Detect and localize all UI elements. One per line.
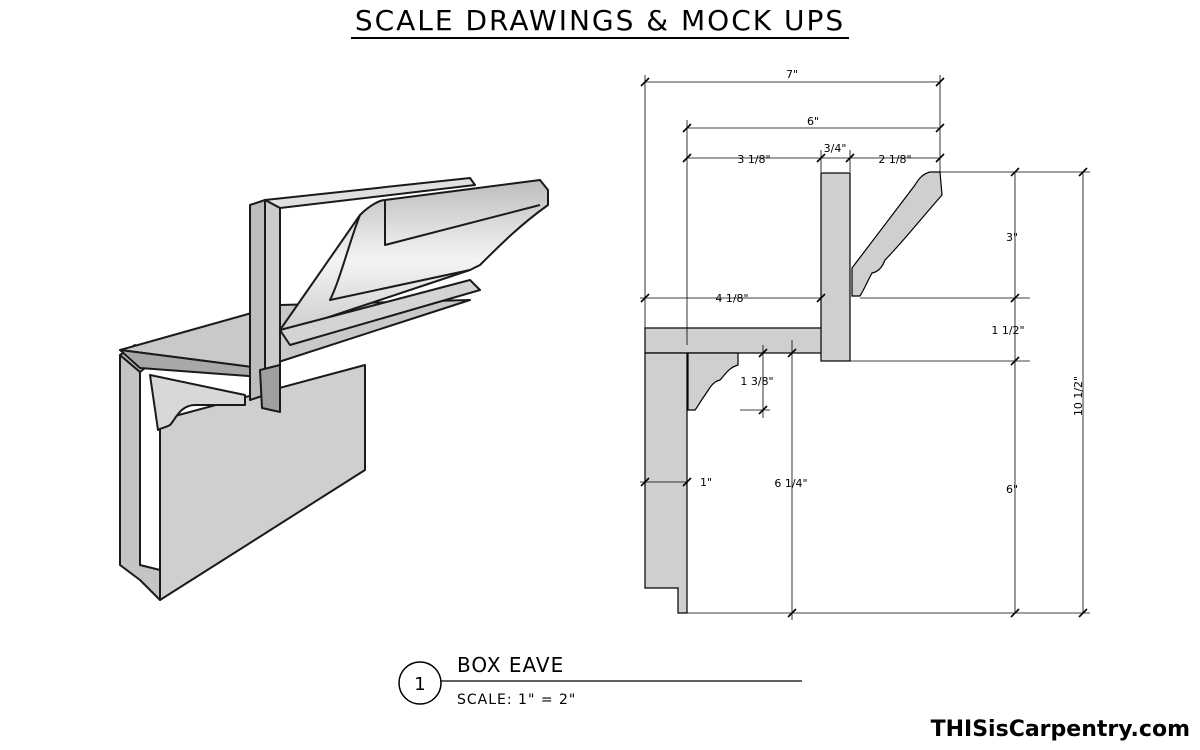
detail-number: 1 — [414, 674, 425, 695]
dim-crown-height: 3" — [1006, 231, 1018, 244]
detail-scale: SCALE: 1" = 2" — [457, 692, 576, 708]
section-bracket — [687, 352, 739, 411]
isometric-mockup — [119, 177, 549, 601]
section-fascia — [820, 172, 851, 362]
dimension-lines — [640, 75, 1090, 620]
dim-soffit-depth: 4 1/8" — [715, 292, 748, 305]
dim-lower-height: 6" — [1006, 483, 1018, 496]
dim-fascia-thickness: 3/4" — [824, 142, 847, 155]
dim-left-offset: 3 1/8" — [737, 153, 770, 166]
mockup-wall — [159, 364, 366, 601]
dim-inner-width: 6" — [807, 115, 819, 128]
detail-title: BOX EAVE — [457, 653, 564, 677]
section-trim-board — [644, 352, 688, 614]
mockup-trim-board — [119, 354, 161, 601]
dim-bracket-height: 1 3/8" — [740, 375, 773, 388]
section-soffit-board — [644, 327, 838, 354]
section-crown — [851, 171, 943, 297]
detail-label: 1 BOX EAVE SCALE: 1" = 2" — [398, 653, 802, 708]
dim-board-thickness: 1" — [700, 476, 712, 489]
dim-overall-width: 7" — [786, 68, 798, 81]
brand-text: THISisCarpentry.com — [931, 717, 1190, 742]
dim-total-height: 10 1/2" — [1072, 376, 1085, 416]
page-title: SCALE DRAWINGS & MOCK UPS — [0, 4, 1200, 39]
mockup-bracket — [149, 374, 246, 431]
dim-drop-height: 6 1/4" — [774, 477, 807, 490]
dim-crown-projection: 2 1/8" — [878, 153, 911, 166]
detail-number-circle — [398, 661, 442, 705]
dim-soffit-thickness: 1 1/2" — [991, 324, 1024, 337]
section-drawing — [644, 171, 943, 614]
page-title-text: SCALE DRAWINGS & MOCK UPS — [350, 4, 850, 39]
